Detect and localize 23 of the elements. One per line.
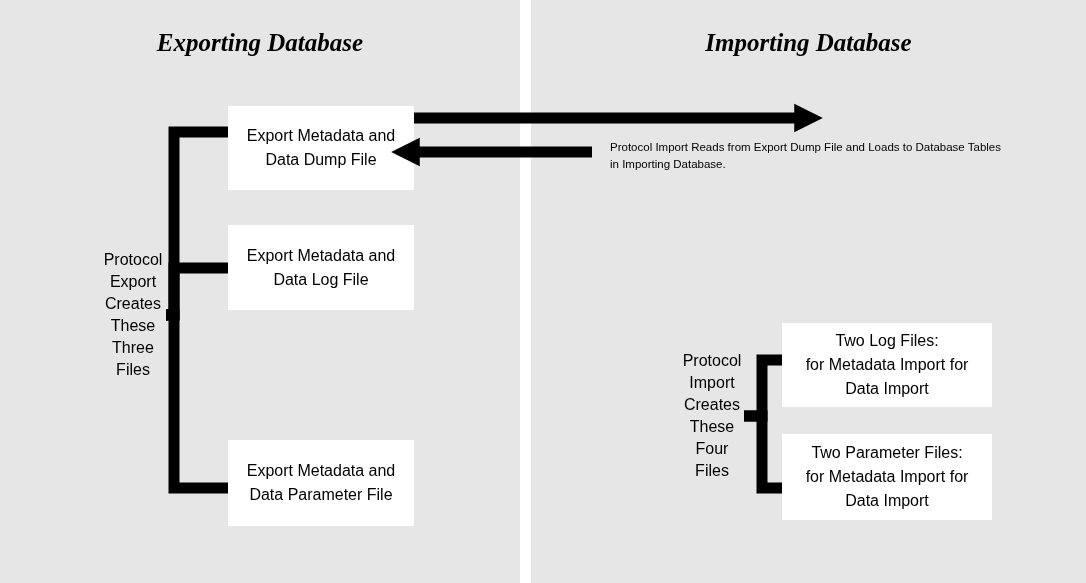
box-text: for Metadata Import for Data Import	[805, 356, 969, 397]
panel-title: Importing Database	[705, 28, 912, 58]
file-box	[782, 323, 992, 407]
panel-background	[531, 0, 1086, 583]
file-box	[228, 225, 414, 310]
bracket-caption: Protocol Export Creates These Three Files	[103, 250, 163, 380]
bracket-line	[744, 410, 782, 494]
box-text: for Metadata Import for Data Import	[805, 468, 969, 509]
box-heading: Two Log Files:	[835, 332, 939, 349]
box-heading: Two Parameter Files:	[811, 444, 963, 461]
box-heading: Export Metadata and Data Parameter File	[246, 462, 396, 503]
file-box	[228, 440, 414, 526]
arrow	[414, 103, 823, 133]
file-box	[782, 434, 992, 520]
box-heading: Export Metadata and Data Dump File	[246, 127, 396, 168]
arrow	[391, 137, 592, 167]
panel-background	[0, 0, 520, 583]
box-heading: Export Metadata and Data Log File	[246, 246, 396, 288]
panel-title: Exporting Database	[156, 28, 364, 58]
bracket-line	[166, 309, 228, 494]
bracket-caption: Protocol Import Creates These Four Files	[682, 351, 742, 481]
note-text: Protocol Import Reads from Export Dump File and Loads to Database Tables in Importing Database.	[610, 140, 1002, 172]
file-box	[228, 106, 414, 190]
